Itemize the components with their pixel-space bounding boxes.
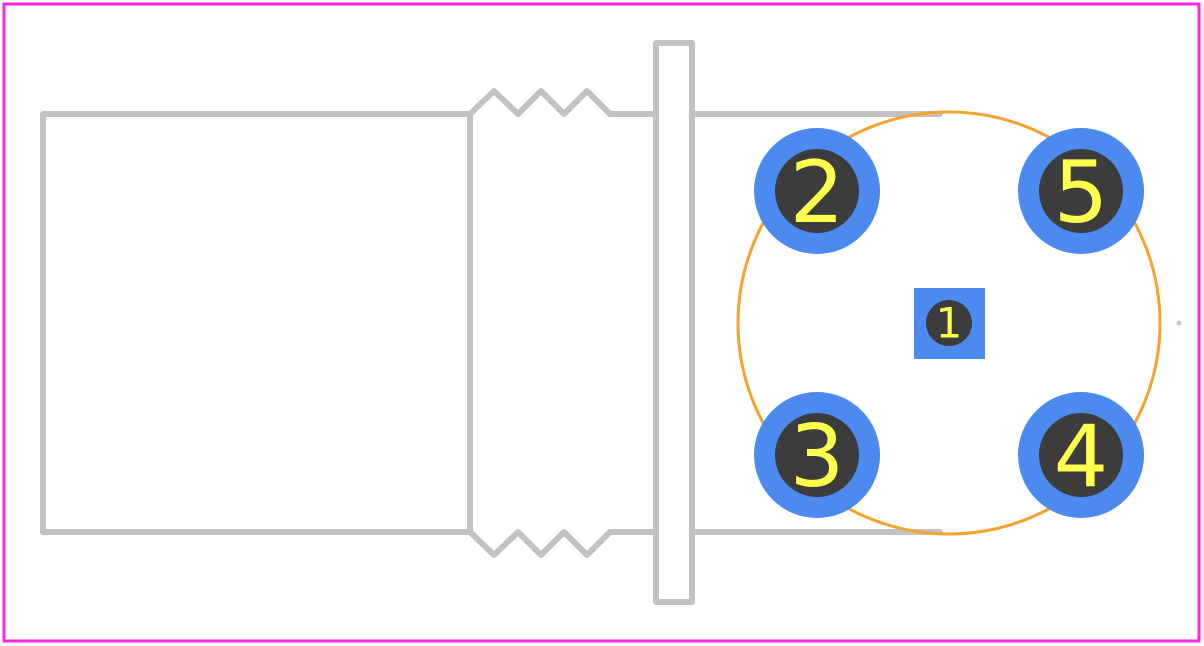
thread-top-zigzag [467,88,613,117]
thread-bottom-zigzag [467,529,613,558]
pad-4[interactable]: 4 [1018,392,1144,518]
pad-1-drill [926,300,972,346]
pad-2-drill [775,149,859,233]
origin-marker [1176,320,1182,326]
pad-5-drill [1039,149,1123,233]
pad-4-drill [1039,413,1123,497]
pad-3-drill [775,413,859,497]
body-rear-outline [40,111,473,535]
pad-5-label: 5 [1054,143,1109,243]
pad-3[interactable]: 3 [754,392,880,518]
pad-1[interactable]: 1 [914,288,985,359]
pad-2[interactable]: 2 [754,128,880,254]
pad-4-label: 4 [1054,407,1109,507]
connector-body-silkscreen [40,40,943,605]
pad-3-label: 3 [790,407,845,507]
pad-2-label: 2 [790,143,845,243]
pad-1-label: 1 [936,299,963,348]
pad-5[interactable]: 5 [1018,128,1144,254]
courtyard-circle [736,110,1162,536]
mounting-flange [653,40,695,605]
